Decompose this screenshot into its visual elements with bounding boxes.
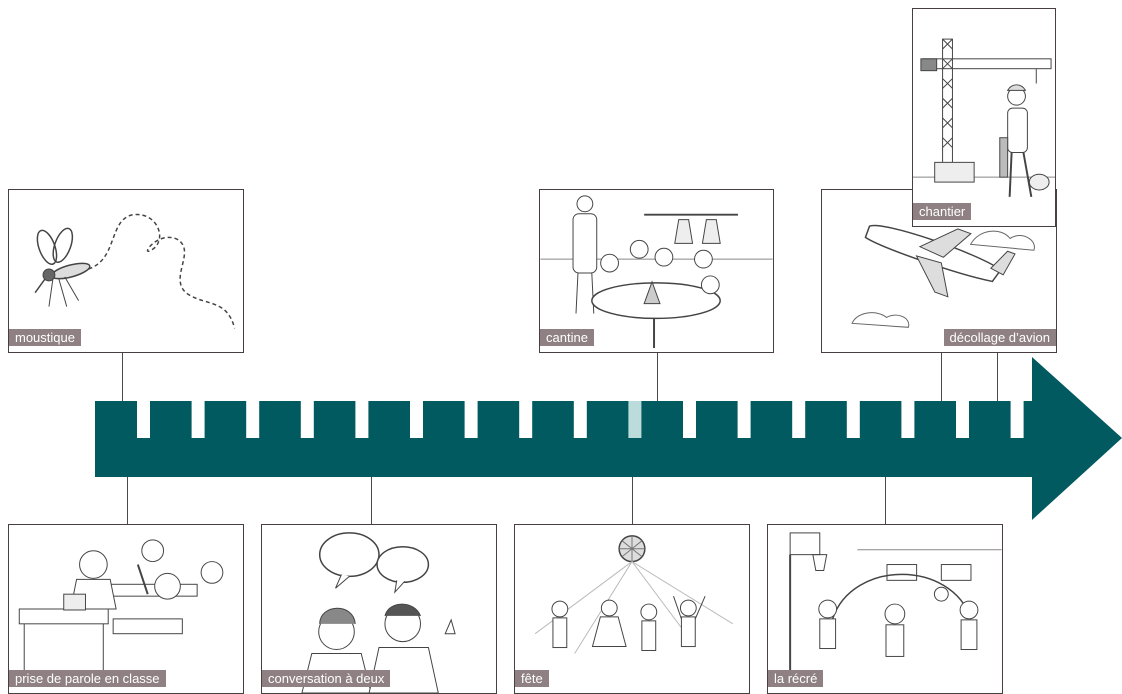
caption-recre: la récré <box>768 670 823 687</box>
leader-cantine <box>657 352 658 401</box>
caption-decollage: décollage d’avion <box>944 329 1056 346</box>
scale-tick <box>738 401 751 438</box>
scale-tick <box>192 401 205 438</box>
scale-tick <box>792 401 805 438</box>
scale-tick <box>465 401 478 438</box>
scale-tick <box>410 401 423 438</box>
arrow-shape <box>95 357 1122 520</box>
card-fete: fête <box>514 524 750 694</box>
caption-chantier: chantier <box>913 203 971 220</box>
scale-tick <box>137 401 150 438</box>
caption-fete: fête <box>515 670 549 687</box>
card-cantine: cantine <box>539 189 774 353</box>
scale-tick <box>246 401 259 438</box>
card-recre: la récré <box>767 524 1003 694</box>
scale-tick <box>901 401 914 438</box>
scale-tick <box>574 401 587 438</box>
mosquito-illustration <box>9 190 243 352</box>
scale-tick <box>847 401 860 438</box>
leader-prise-de-parole <box>127 477 128 525</box>
leader-moustique <box>122 352 123 401</box>
caption-moustique: moustique <box>9 329 81 346</box>
leader-conversation <box>371 477 372 525</box>
scale-tick <box>628 401 641 438</box>
scale-tick <box>301 401 314 438</box>
scale-tick <box>519 401 532 438</box>
scale-tick <box>683 401 696 438</box>
caption-prise-de-parole: prise de parole en classe <box>9 670 166 687</box>
leader-fete <box>632 477 633 525</box>
card-chantier: chantier <box>912 8 1056 227</box>
scale-tick <box>1011 401 1024 438</box>
caption-conversation: conversation à deux <box>262 670 390 687</box>
playground-illustration <box>768 525 1002 693</box>
canteen-illustration <box>540 190 773 352</box>
leader-decollage <box>941 352 942 401</box>
caption-cantine: cantine <box>540 329 594 346</box>
card-prise-de-parole: prise de parole en classe <box>8 524 244 694</box>
card-conversation: conversation à deux <box>261 524 497 694</box>
classroom-illustration <box>9 525 243 693</box>
leader-recre <box>885 477 886 525</box>
construction-site-illustration <box>913 9 1055 226</box>
two-people-talking-illustration <box>262 525 496 693</box>
scale-tick <box>956 401 969 438</box>
card-moustique: moustique <box>8 189 244 353</box>
scale-tick <box>355 401 368 438</box>
party-illustration <box>515 525 749 693</box>
